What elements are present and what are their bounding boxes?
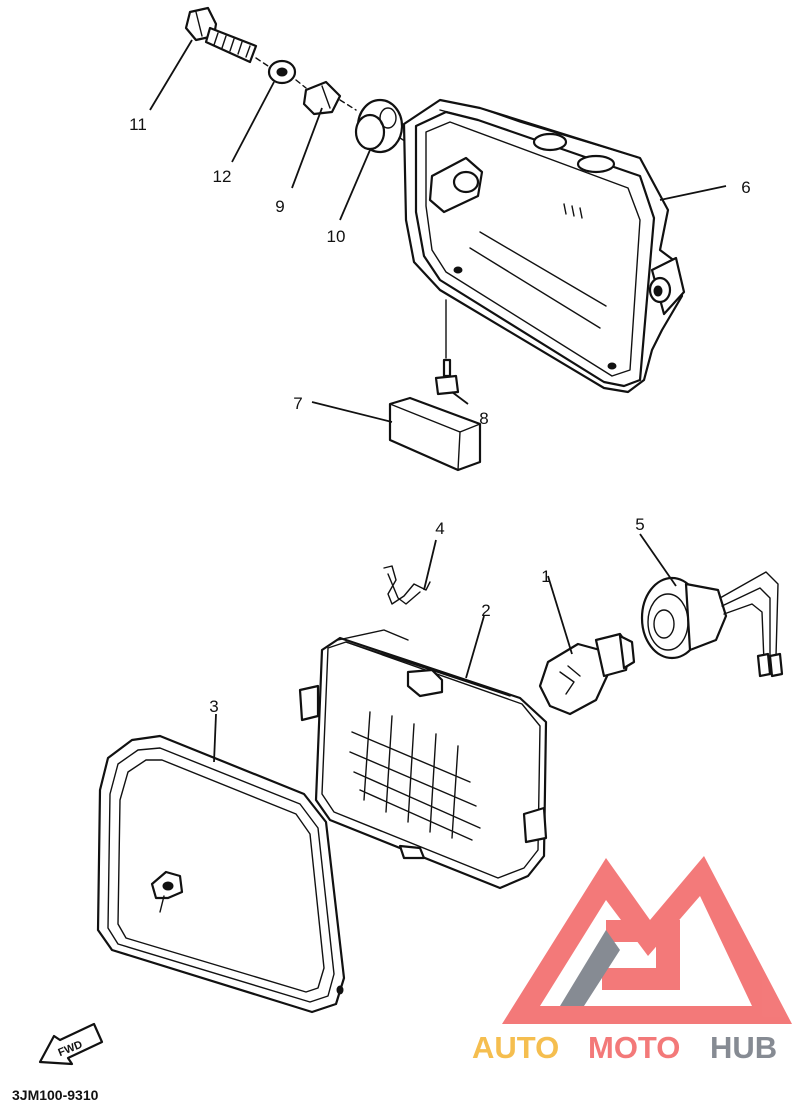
part-collar [302,80,342,116]
part-headlight-rim [96,734,346,1014]
watermark-brand-hub: HUB [710,1030,777,1065]
watermark-brand-auto: AUTO [472,1030,559,1065]
callout-11: 11 [129,115,147,134]
callout-8: 8 [479,409,488,428]
part-pad-block [388,396,482,472]
callout-1: 1 [541,567,550,586]
callout-numbers: 11 12 9 10 6 7 8 4 5 1 2 3 [129,115,751,716]
part-screw [434,299,460,396]
callout-4: 4 [435,519,444,538]
callout-6: 6 [741,178,750,197]
callout-9: 9 [275,197,284,216]
part-headlight-housing [402,98,686,394]
part-bulb-socket [640,571,784,678]
callout-10: 10 [327,227,346,246]
watermark-brand-moto: MOTO [588,1030,680,1065]
leader-lines [149,39,727,763]
fwd-arrow: FWD [38,1022,104,1066]
callout-2: 2 [481,601,490,620]
part-headlight-unit [298,629,548,890]
callout-12: 12 [213,167,232,186]
part-washer [267,59,297,85]
part-bulb [538,632,636,716]
callout-7: 7 [293,394,302,413]
part-bolt [184,6,258,64]
callout-5: 5 [635,515,644,534]
diagram-code: 3JM100-9310 [12,1087,99,1103]
watermark-logo: AUTO MOTO HUB [472,856,792,1065]
part-grommet [354,98,404,154]
watermark-triangle-mark [502,856,792,1024]
part-spring-clip [383,565,431,605]
callout-3: 3 [209,697,218,716]
